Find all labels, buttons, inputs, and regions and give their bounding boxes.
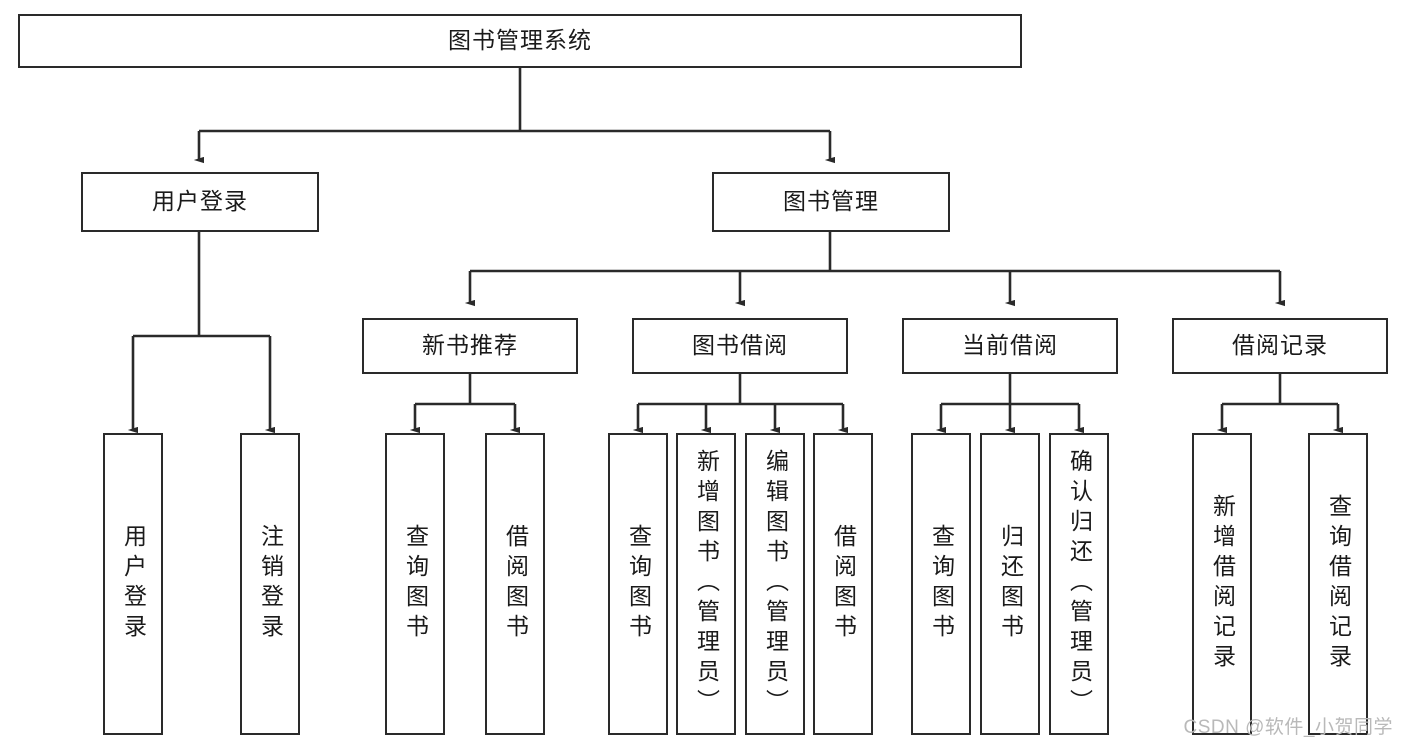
node-book-manage[interactable]: 图书管理 — [712, 172, 950, 232]
leaf-query-book-3[interactable]: 查询图书 — [911, 433, 971, 735]
leaf-query-book-2-label: 查询图书 — [625, 524, 652, 644]
node-borrow-record-label: 借阅记录 — [1232, 332, 1328, 359]
leaf-query-book-3-label: 查询图书 — [928, 524, 955, 644]
leaf-user-login[interactable]: 用户登录 — [103, 433, 163, 735]
node-current-borrow-label: 当前借阅 — [962, 332, 1058, 359]
leaf-return-book[interactable]: 归还图书 — [980, 433, 1040, 735]
leaf-borrow-book-1-label: 借阅图书 — [502, 524, 529, 644]
node-current-borrow[interactable]: 当前借阅 — [902, 318, 1118, 374]
node-root[interactable]: 图书管理系统 — [18, 14, 1022, 68]
leaf-add-record-label: 新增借阅记录 — [1209, 494, 1236, 674]
connector-group-borrow-record — [1216, 374, 1344, 434]
csdn-watermark: CSDN @软件_小贺同学 — [1183, 717, 1393, 738]
connector-group-user-login — [127, 232, 276, 434]
node-book-borrow[interactable]: 图书借阅 — [632, 318, 848, 374]
leaf-user-logout[interactable]: 注销登录 — [240, 433, 300, 735]
leaf-edit-book-label: 编辑图书（管理员） — [762, 449, 789, 719]
leaf-add-record[interactable]: 新增借阅记录 — [1192, 433, 1252, 735]
leaf-query-book-2[interactable]: 查询图书 — [608, 433, 668, 735]
node-new-book-recommend[interactable]: 新书推荐 — [362, 318, 578, 374]
node-book-manage-label: 图书管理 — [783, 188, 879, 215]
leaf-borrow-book-2-label: 借阅图书 — [830, 524, 857, 644]
node-user-login-label: 用户登录 — [152, 188, 248, 215]
node-new-book-recommend-label: 新书推荐 — [422, 332, 518, 359]
node-root-label: 图书管理系统 — [448, 27, 592, 54]
node-book-borrow-label: 图书借阅 — [692, 332, 788, 359]
leaf-user-login-label: 用户登录 — [120, 524, 147, 644]
leaf-borrow-book-2[interactable]: 借阅图书 — [813, 433, 873, 735]
leaf-query-record[interactable]: 查询借阅记录 — [1308, 433, 1368, 735]
leaf-return-book-label: 归还图书 — [997, 524, 1024, 644]
connector-group-new-book-recommend — [409, 374, 521, 434]
leaf-borrow-book-1[interactable]: 借阅图书 — [485, 433, 545, 735]
connector-group-book-manage — [464, 232, 1286, 307]
leaf-user-logout-label: 注销登录 — [257, 524, 284, 644]
leaf-add-book-label: 新增图书（管理员） — [693, 449, 720, 719]
connector-group-current-borrow — [935, 374, 1085, 434]
leaf-edit-book[interactable]: 编辑图书（管理员） — [745, 433, 805, 735]
leaf-query-book-1-label: 查询图书 — [402, 524, 429, 644]
node-user-login[interactable]: 用户登录 — [81, 172, 319, 232]
leaf-query-book-1[interactable]: 查询图书 — [385, 433, 445, 735]
connector-group-book-borrow — [632, 374, 849, 434]
leaf-add-book[interactable]: 新增图书（管理员） — [676, 433, 736, 735]
node-borrow-record[interactable]: 借阅记录 — [1172, 318, 1388, 374]
connector-group-root — [193, 68, 836, 164]
leaf-query-record-label: 查询借阅记录 — [1325, 494, 1352, 674]
leaf-confirm-return-label: 确认归还（管理员） — [1066, 449, 1093, 719]
leaf-confirm-return[interactable]: 确认归还（管理员） — [1049, 433, 1109, 735]
